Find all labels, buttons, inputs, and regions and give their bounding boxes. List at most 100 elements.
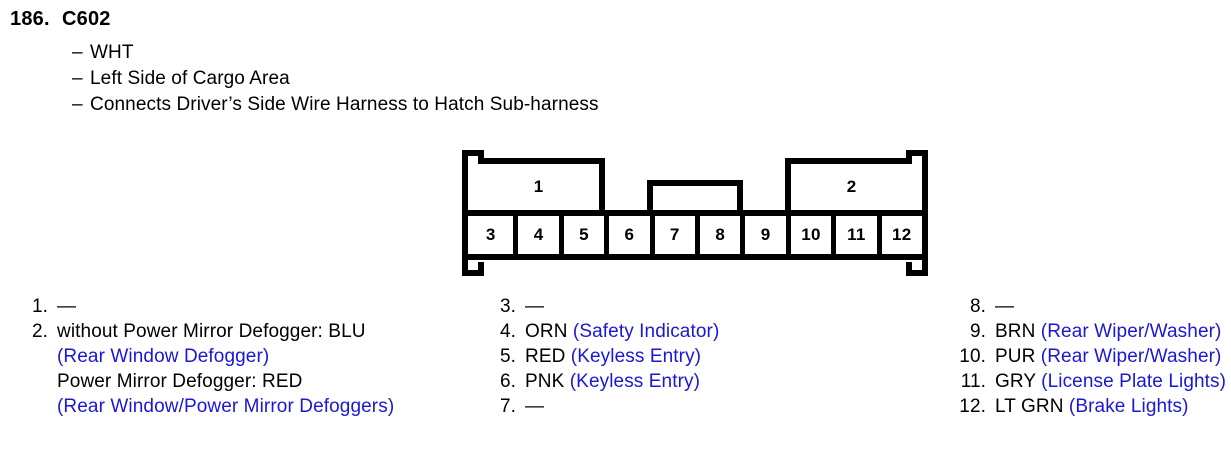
wire-color-code: LT GRN [995,396,1069,417]
center-key-left-edge [647,180,653,216]
pin-legend-row: 6. PNK (Keyless Entry) [482,371,942,396]
pin-legend-row: 2.without Power Mirror Defogger: BLU(Rea… [14,321,464,421]
wire-color-code: — [525,296,545,317]
wire-color-code: GRY [995,371,1042,392]
pin-legend-number: 3. [499,296,516,317]
pin-number: 9 [760,225,771,244]
pin-number: 7 [669,225,680,244]
pin-legend-body: — [57,296,76,318]
pin-legend-number: 8. [969,296,986,317]
center-key-top-edge [647,180,743,186]
description-line: –Left Side of Cargo Area [72,68,290,90]
pin-legend-number: 12. [959,396,986,417]
pin-legend-body: RED (Keyless Entry) [525,346,701,368]
circuit-name: (Rear Window/Power Mirror Defoggers) [57,396,395,417]
bullet-dash: – [72,94,83,115]
center-key-right-edge [737,180,743,216]
connector-pin-3[interactable]: 3 [468,216,514,254]
pin-legend-body: — [525,296,544,318]
pin-legend-body: ORN (Safety Indicator) [525,321,719,343]
pin-legend-row: 11. GRY (License Plate Lights) [952,371,1231,396]
pin-legend-number: 7. [499,396,516,417]
connector-pin-12[interactable]: 12 [876,216,922,254]
pin-legend-line: 2.without Power Mirror Defogger: BLU [14,321,464,346]
pin-row-bottom-divider [462,254,928,260]
entry-number: 186. [10,8,50,30]
connector-group-label-1: 1 [478,164,599,210]
frame-left-tab-step-top [478,150,484,164]
pin-number: 12 [892,225,912,244]
circuit-name: (Rear Wiper/Washer) [1040,321,1222,342]
wire-color-code: BRN [995,321,1041,342]
group1-top-edge [478,158,605,164]
connector-pin-5[interactable]: 5 [558,216,605,254]
group-label-text: 1 [533,177,544,196]
description-line: –WHT [72,42,134,64]
pin-legend-row: 7. — [482,396,942,421]
circuit-name: (Safety Indicator) [572,321,720,342]
frame-right-tab-step-bottom [906,262,912,276]
connector-group-label-2: 2 [791,164,912,210]
connector-pinout-diagram: 1 2 3 4 5 6 7 8 9 10 11 12 [462,150,928,276]
connector-pin-11[interactable]: 11 [831,216,877,254]
pin-legend-number: 10. [959,346,986,367]
wire-color-code: RED [525,346,571,367]
connector-id: C602 [62,8,111,30]
pin-legend-row: 10. PUR (Rear Wiper/Washer) [952,346,1231,371]
pin-legend-number: 4. [499,321,516,342]
circuit-name: (Rear Window Defogger) [57,346,270,367]
frame-left-tab-step-bottom [478,262,484,276]
group-label-text: 2 [846,177,857,196]
pin-legend-line: (Rear Window Defogger) [57,346,464,371]
connector-pin-7[interactable]: 7 [649,216,695,254]
pin-legend-body: — [995,296,1014,318]
pin-legend-number: 5. [499,346,516,367]
pin-legend-number: 6. [499,371,516,392]
connector-pin-10[interactable]: 10 [785,216,832,254]
wire-color-code: — [525,396,545,417]
pin-legend-row: 12. LT GRN (Brake Lights) [952,396,1231,421]
description-line: –Connects Driver’s Side Wire Harness to … [72,94,599,116]
description-text: Left Side of Cargo Area [90,68,290,89]
frame-left-bottom-tab [462,270,484,276]
group2-left-edge [785,158,791,216]
description-text: WHT [90,42,134,63]
pin-number: 5 [579,225,589,244]
wire-color-code: ORN [525,321,573,342]
pin-legend-body: BRN (Rear Wiper/Washer) [995,321,1221,343]
connector-pin-8[interactable]: 8 [695,216,741,254]
circuit-name: (Keyless Entry) [570,346,702,367]
pin-legend-number: 11. [960,371,986,392]
pin-legend-body: GRY (License Plate Lights) [995,371,1226,393]
wire-color-code: Power Mirror Defogger: RED [57,371,303,392]
connector-pin-6[interactable]: 6 [604,216,650,254]
pin-legend-number: 9. [969,321,986,342]
pin-number: 4 [533,225,544,244]
wire-color-code: PUR [995,346,1041,367]
circuit-name: (Brake Lights) [1068,396,1189,417]
group1-right-edge [599,158,605,216]
frame-right-bottom-tab [906,270,928,276]
pin-number: 11 [847,225,866,244]
bullet-dash: – [72,68,83,89]
pin-number: 10 [801,225,821,244]
pin-legend-column: 8. — 9. BRN (Rear Wiper/Washer) 10. PUR (Rear… [952,296,1231,421]
circuit-name: (License Plate Lights) [1041,371,1227,392]
circuit-name: (Keyless Entry) [569,371,701,392]
pin-number: 6 [624,225,635,244]
frame-left-top-tab [462,150,484,156]
pin-legend-body: PUR (Rear Wiper/Washer) [995,346,1221,368]
pin-legend-row: 8. — [952,296,1231,321]
pin-legend-line: Power Mirror Defogger: RED [57,371,464,396]
wire-color-code: — [57,296,77,317]
pin-number: 3 [485,225,496,244]
circuit-name: (Rear Wiper/Washer) [1040,346,1222,367]
connector-pin-9[interactable]: 9 [740,216,786,254]
bullet-dash: – [72,42,83,63]
pin-legend-number: 1. [31,296,48,317]
pin-legend-row: 3. — [482,296,942,321]
pin-legend-body: PNK (Keyless Entry) [525,371,700,393]
connector-pin-4[interactable]: 4 [513,216,559,254]
pin-legend-column: 3. — 4. ORN (Safety Indicator) 5. RED (Keyles… [482,296,942,421]
pin-legend-line: (Rear Window/Power Mirror Defoggers) [57,396,464,421]
